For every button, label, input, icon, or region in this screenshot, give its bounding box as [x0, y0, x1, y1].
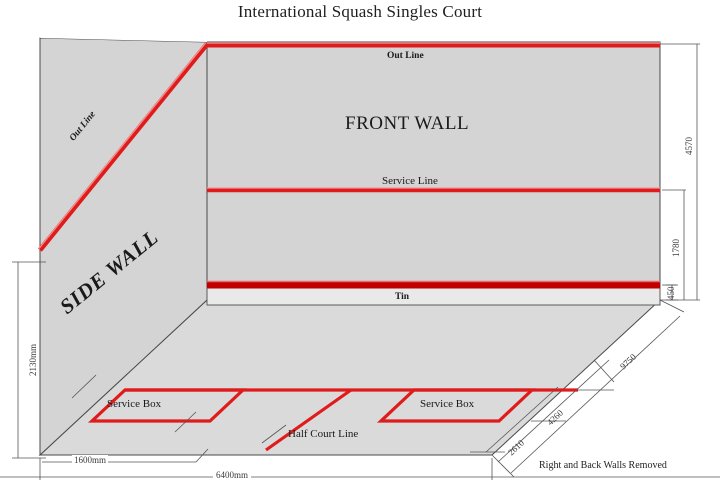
dim-line-9750: [510, 315, 681, 474]
label-half-court-line: Half Court Line: [288, 428, 359, 440]
dim-ext-4260-b: [593, 359, 615, 383]
dim-label-4570: 4570: [684, 137, 694, 155]
dim-line-2610: [485, 386, 559, 453]
leader-1600: [152, 448, 209, 463]
dim-ext-9750-near: [491, 454, 515, 478]
label-front-wall: FRONT WALL: [345, 113, 470, 134]
dim-label-1780: 1780: [671, 239, 681, 257]
label-out-line-front: Out Line: [387, 51, 424, 61]
dim-label-6400: 6400mm: [213, 470, 252, 480]
out-line-side-wall: [38, 42, 209, 252]
out-line-side-wall-hi: [38, 42, 207, 249]
half-court-line: [265, 388, 352, 452]
service-box-right: [376, 388, 537, 423]
tin-panel: [206, 287, 661, 306]
dim-line-4260: [497, 359, 610, 463]
wall-top-edge: [40, 30, 207, 42]
dim-label-2130: 2130mm: [28, 343, 38, 376]
dim-ext-9750-far: [659, 299, 685, 313]
leader-service-box-left: [71, 374, 97, 399]
label-service-box-left: Service Box: [107, 398, 162, 410]
service-box-left: [87, 388, 248, 423]
label-service-line: Service Line: [382, 175, 438, 187]
diagram-caption: Right and Back Walls Removed: [539, 460, 667, 471]
front-wall: [206, 41, 661, 301]
leader-service-box-left-2: [174, 411, 197, 433]
page-title: International Squash Singles Court: [237, 2, 483, 21]
label-service-box-right: Service Box: [420, 398, 475, 410]
leader-half-court-line: [261, 424, 287, 444]
label-tin: Tin: [395, 292, 410, 302]
dim-label-450: 450: [666, 286, 676, 301]
dim-label-1600: 1600mm: [72, 455, 109, 465]
